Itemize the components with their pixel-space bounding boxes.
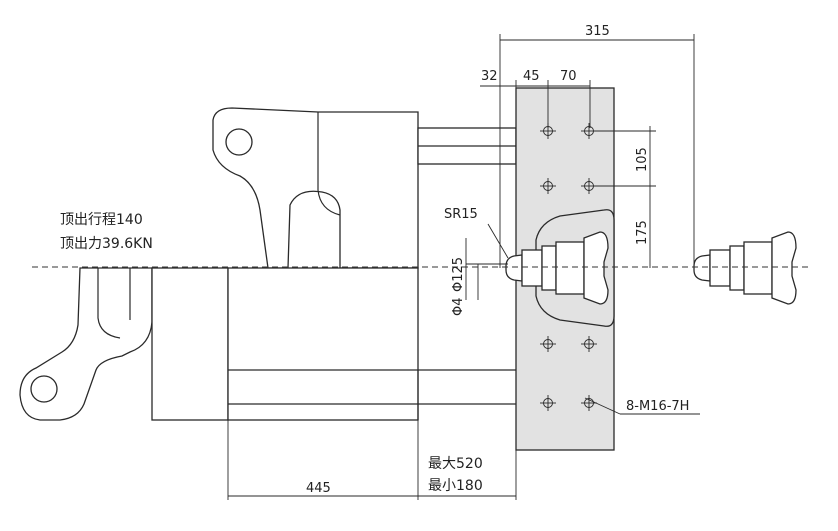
lower-toggle-arm: [19, 267, 516, 421]
min-label: 最小180: [428, 478, 483, 494]
holes-label: 8-M16-7H: [626, 399, 689, 414]
max-label: 最大520: [428, 456, 483, 472]
dimension-lines: [227, 34, 700, 500]
pivot-hole-lower: [30, 375, 58, 403]
ejector-rod: [505, 231, 609, 305]
ejector-rod-extended: [693, 231, 797, 305]
phi4-label: Φ4: [451, 297, 466, 316]
sr15-label: SR15: [444, 207, 478, 222]
eject-stroke-label: 顶出行程140: [60, 212, 143, 228]
eject-force-label: 顶出力39.6KN: [60, 236, 153, 252]
pivot-hole-upper: [225, 128, 253, 156]
dim-315-label: 315: [585, 24, 610, 39]
upper-toggle-arm: [212, 107, 419, 269]
dim-45-label: 45: [523, 69, 540, 84]
tie-rods: [417, 127, 517, 165]
dim-32-label: 32: [481, 69, 498, 84]
dim-175-label: 175: [635, 220, 650, 245]
dim-105-label: 105: [635, 147, 650, 172]
phi125-label: Φ125: [451, 257, 466, 292]
dim-445-label: 445: [306, 481, 331, 496]
dim-70-label: 70: [560, 69, 577, 84]
